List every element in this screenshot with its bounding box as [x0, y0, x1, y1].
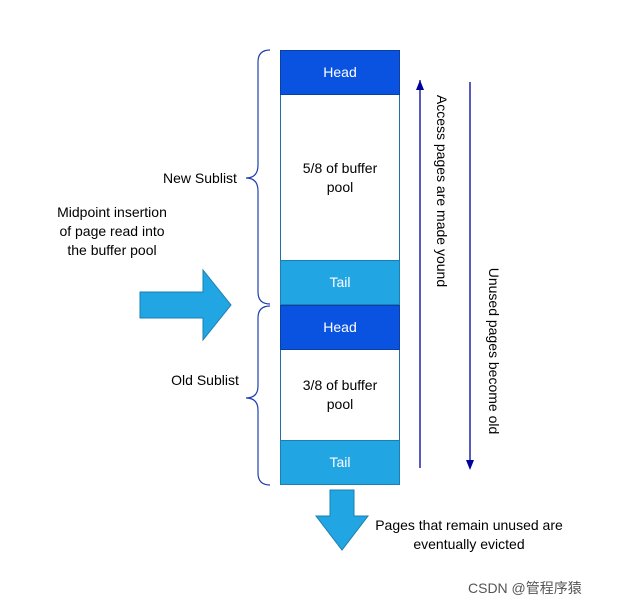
new-sublist-brace — [245, 49, 271, 305]
old-sublist-label: Old Sublist — [171, 372, 239, 388]
access-arrow-head — [416, 80, 424, 90]
new-sublist-tail-block: Tail — [280, 260, 400, 305]
evicted-label: Pages that remain unused are eventually … — [375, 517, 563, 552]
new-sublist-head-block: Head — [280, 50, 400, 95]
eviction-arrow — [314, 489, 370, 551]
access-pages-label: Access pages are made yound — [434, 94, 450, 288]
new-sublist-label: New Sublist — [163, 170, 237, 186]
midpoint-insertion-label: Midpoint insertion of page read into the… — [57, 204, 167, 258]
watermark: CSDN @管程序猿 — [468, 580, 582, 596]
new-sublist-body-block: 5/8 of buffer pool — [280, 95, 400, 260]
old-body-label: 3/8 of buffer pool — [302, 377, 378, 412]
new-tail-label: Tail — [329, 274, 351, 291]
new-head-label: Head — [323, 64, 357, 81]
midpoint-insertion-arrow — [139, 268, 232, 342]
new-body-label: 5/8 of buffer pool — [302, 159, 378, 195]
old-sublist-brace — [245, 305, 271, 486]
unused-arrow-head — [466, 460, 474, 470]
old-sublist-tail-block: Tail — [280, 440, 400, 485]
unused-pages-label: Unused pages become old — [486, 267, 502, 435]
old-tail-label: Tail — [329, 454, 351, 471]
old-sublist-head-block: Head — [280, 305, 400, 350]
old-sublist-body-block: 3/8 of buffer pool — [280, 350, 400, 440]
old-head-label: Head — [323, 319, 357, 336]
